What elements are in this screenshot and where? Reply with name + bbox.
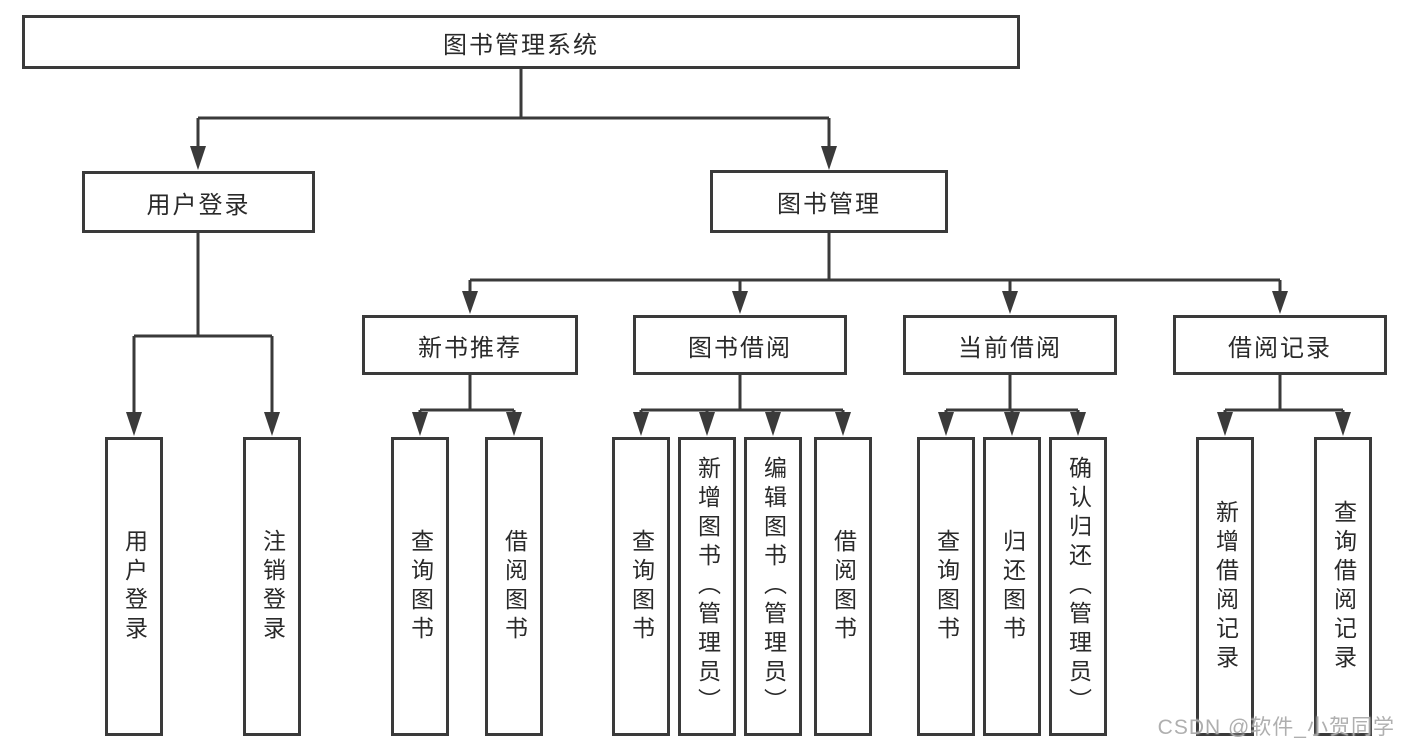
node-library-management-system: 图书管理系统 — [22, 15, 1020, 69]
leaf-user-login: 用户登录 — [105, 437, 163, 736]
node-user-login: 用户登录 — [82, 171, 315, 233]
node-new-book-recommend: 新书推荐 — [362, 315, 578, 375]
leaf-return-books: 归还图书 — [983, 437, 1041, 736]
node-label: 归还图书 — [999, 528, 1026, 645]
node-label: 借阅图书 — [501, 528, 528, 645]
leaf-query-borrow-record: 查询借阅记录 — [1314, 437, 1372, 736]
leaf-borrow-books: 借阅图书 — [814, 437, 872, 736]
node-label: 新增图书（管理员） — [694, 456, 721, 717]
csdn-watermark: CSDN @软件_小贺同学 — [1157, 716, 1395, 739]
leaf-query-books-recommend: 查询图书 — [391, 437, 449, 736]
node-label: 借阅记录 — [1228, 334, 1332, 362]
node-label: 借阅图书 — [830, 528, 857, 645]
node-label: 查询图书 — [933, 528, 960, 645]
node-borrow-records: 借阅记录 — [1173, 315, 1387, 375]
node-label: 注销登录 — [259, 528, 286, 645]
node-label: 查询图书 — [407, 528, 434, 645]
node-book-management: 图书管理 — [710, 170, 948, 233]
node-label: 图书借阅 — [688, 334, 792, 362]
leaf-add-books-admin: 新增图书（管理员） — [678, 437, 736, 736]
leaf-query-books-current: 查询图书 — [917, 437, 975, 736]
node-current-borrow: 当前借阅 — [903, 315, 1117, 375]
node-label: 图书管理系统 — [443, 31, 599, 59]
node-label: 用户登录 — [146, 191, 251, 219]
node-label: 确认归还（管理员） — [1065, 456, 1092, 717]
node-label: 图书管理 — [777, 191, 881, 218]
node-label: 查询借阅记录 — [1330, 499, 1357, 674]
node-label: 编辑图书（管理员） — [760, 456, 787, 717]
leaf-edit-books-admin: 编辑图书（管理员） — [744, 437, 802, 736]
node-label: 查询图书 — [628, 528, 655, 645]
node-label: 新增借阅记录 — [1212, 499, 1239, 674]
leaf-add-borrow-record: 新增借阅记录 — [1196, 437, 1254, 736]
node-label: 当前借阅 — [958, 334, 1062, 362]
node-label: 用户登录 — [121, 528, 148, 645]
node-book-borrow: 图书借阅 — [633, 315, 847, 375]
leaf-logout: 注销登录 — [243, 437, 301, 736]
node-label: 新书推荐 — [418, 334, 522, 362]
leaf-borrow-books-recommend: 借阅图书 — [485, 437, 543, 736]
leaf-query-books-borrow: 查询图书 — [612, 437, 670, 736]
leaf-confirm-return-admin: 确认归还（管理员） — [1049, 437, 1107, 736]
